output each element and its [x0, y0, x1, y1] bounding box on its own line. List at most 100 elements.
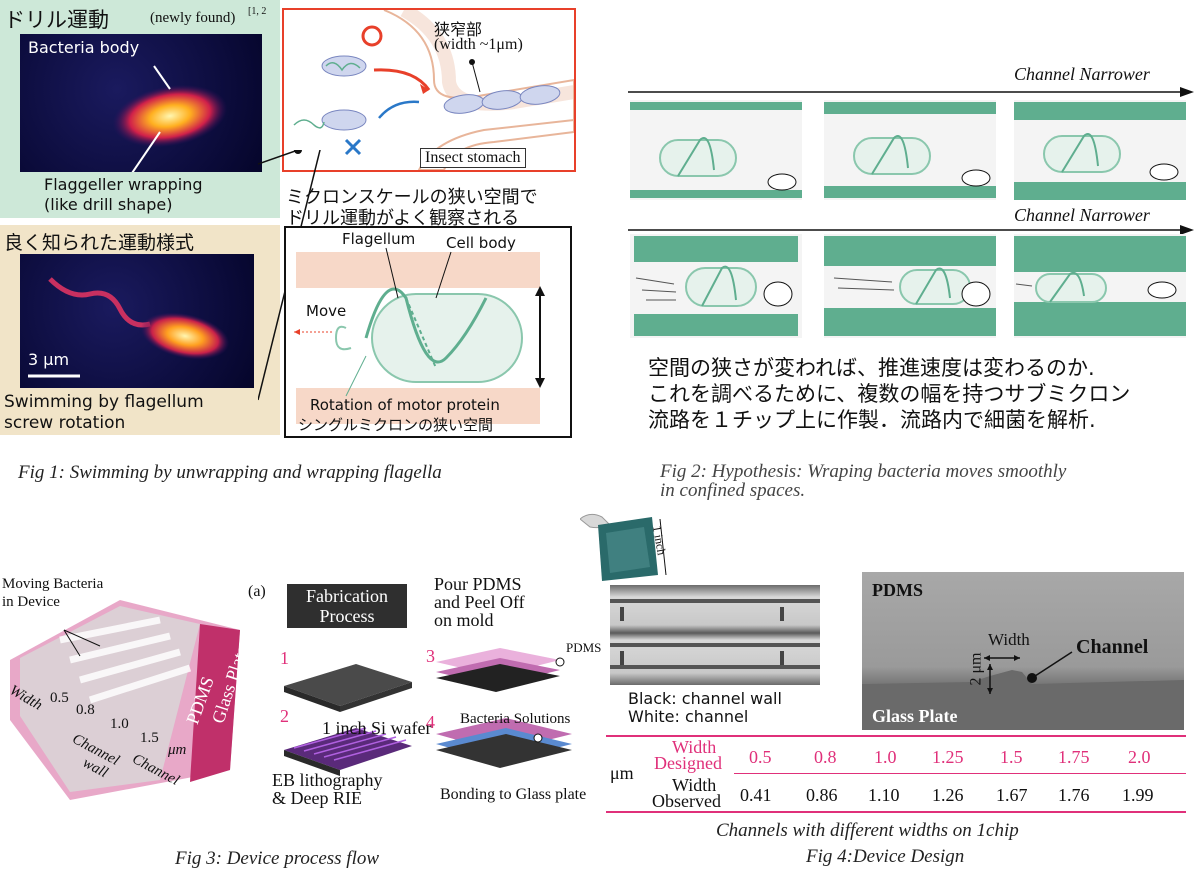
fig2-channel-narrower-2: Channel Narrower: [1014, 205, 1150, 225]
fig1-single-space-label: シングルミクロンの狭い空間: [298, 416, 494, 434]
fig1-drill-note: (newly found): [150, 10, 236, 26]
fig3-fab-1: Fabrication: [306, 586, 388, 606]
fig4-observed-2: 1.10: [868, 785, 900, 805]
fig4-designed-6: 2.0: [1128, 747, 1151, 767]
fig4-observed-1: 0.86: [806, 785, 838, 805]
fig2-panel-6: [1014, 234, 1186, 338]
fig1-caption: Fig 1: Swimming by unwrapping and wrappi…: [18, 462, 442, 483]
fig3-si-wafer-label: 1 inch Si wafer: [322, 718, 432, 738]
fig3-w10: 1.0: [110, 716, 129, 732]
fig4-observed-5: 1.76: [1058, 785, 1090, 805]
fig3-bact-sol: Bacteria Solutions: [460, 711, 571, 727]
fig1-micrograph-drill: Bacteria body: [20, 34, 262, 172]
fig4-designed-label-1: Width: [672, 737, 717, 757]
fig2-jp-3: 流路を１チップ上に作製．流路内で細菌を解析.: [648, 408, 1096, 432]
fig3-pdms-mold: [436, 648, 565, 692]
fig3-pour-2: and Peel Off: [434, 592, 525, 612]
fig4-observed-6: 1.99: [1122, 785, 1154, 805]
fig4-table-top-rule: [606, 735, 1186, 737]
fig4-designed-3: 1.25: [932, 747, 964, 767]
fig1-drill-title: ドリル運動: [4, 8, 109, 32]
fig1-cell-body-label: Cell body: [446, 234, 516, 252]
fig4-channel-micrograph: [610, 585, 820, 685]
fig1-rotation-label: Rotation of motor protein: [310, 396, 500, 414]
fig3-fab-2: Process: [319, 606, 375, 626]
fig4-table-mid-rule: [734, 773, 1186, 774]
fig4-white-channel: White: channel: [628, 707, 749, 726]
fig2-panel-4: [630, 234, 802, 338]
fig3-a-label: (a): [248, 583, 266, 600]
fig1-mid-jp-1: ミクロンスケールの狭い空間で: [286, 187, 538, 208]
fig3-pour-3: on mold: [434, 610, 494, 630]
fig2-arrow-2: [628, 225, 1194, 235]
fig2-row-turtles: [630, 100, 1186, 200]
fig2-arrow-1: [628, 87, 1194, 97]
fig3-pour-1: Pour PDMS: [434, 574, 522, 594]
fig2-panel-3: [1014, 100, 1186, 200]
fig3-bonding: [436, 718, 572, 768]
fig4-sem-image: PDMS Width 2 μm Channel Glass Plate: [862, 572, 1184, 730]
fig4-glass-label: Glass Plate: [872, 706, 958, 726]
fig4-channel-label: Channel: [1076, 636, 1149, 658]
fig4-unit: μm: [610, 763, 634, 783]
fig3-bonding-label: Bonding to Glass plate: [440, 786, 587, 803]
fig1-flagella-wrap-1: Flaggeller wrapping: [44, 175, 203, 194]
fig1-micrograph-swim: 3 μm: [20, 254, 254, 388]
fig2-jp-1: 空間の狭さが変われば、推進速度は変わるのか.: [648, 356, 1095, 380]
fig4-observed-3: 1.26: [932, 785, 964, 805]
fig2-caption-2: in confined spaces.: [660, 480, 806, 501]
fig1-narrow-width: (width ~1μm): [434, 36, 523, 53]
fig4-designed-2: 1.0: [874, 747, 897, 767]
fig2-caption-1: Fig 2: Hypothesis: Wraping bacteria move…: [660, 461, 1067, 482]
fig4-caption: Fig 4:Device Design: [806, 846, 965, 867]
fig3-step1: 1: [280, 648, 289, 668]
fig1-stomach-diagram: 狭窄部 (width ~1μm) Insect stomach: [282, 8, 576, 172]
fig4-pdms-label: PDMS: [872, 580, 923, 600]
fig1-scale-bar-label: 3 μm: [28, 350, 70, 369]
fig2-panel-1: [630, 100, 802, 200]
fig1-mid-jp-2: ドリル運動がよく観察される: [286, 208, 520, 229]
fig1-swim-2: screw rotation: [4, 413, 126, 433]
fig3-process-graphics: [284, 648, 572, 776]
fig4-observed-label-2: Observed: [652, 791, 721, 811]
fig2-panel-5: [824, 234, 996, 338]
fig1-known-title: 良く知られた運動様式: [4, 232, 195, 254]
fig3-eb-1: EB lithography: [272, 770, 383, 790]
fig3-si-wafer: [284, 664, 412, 712]
fig3-step3: 3: [426, 646, 435, 666]
fig1-flagellum-label: Flagellum: [342, 230, 416, 248]
fig3-pdms-small: PDMS: [566, 640, 602, 655]
fig2-channel-narrower-1: Channel Narrower: [1014, 64, 1150, 84]
fig2-jp-2: これを調べるために、複数の幅を持つサブミクロン: [648, 382, 1131, 406]
fig1-flagella-wrap-2: (like drill shape): [44, 195, 173, 214]
fig4-designed-4: 1.5: [1000, 747, 1023, 767]
fig3-step4: 4: [426, 712, 435, 732]
fig2-row-rabbits: [630, 234, 1186, 338]
fig3-caption: Fig 3: Device process flow: [175, 848, 380, 869]
fig2-panel-2: [824, 100, 996, 200]
fig3-moving-2: in Device: [2, 594, 60, 610]
fig4-designed-5: 1.75: [1058, 747, 1090, 767]
fig3-w05: 0.5: [50, 690, 69, 706]
fig4-chip-photo: 1 inch: [579, 505, 670, 581]
fig4-observed-label-1: Width: [672, 775, 717, 795]
fig4-designed-label-2: Designed: [654, 753, 722, 773]
fig4-subcaption: Channels with different widths on 1chip: [716, 820, 1019, 841]
fig4-width-table: μm Width Designed Width Observed 0.5 0.8…: [606, 735, 1186, 815]
fig4-black-wall: Black: channel wall: [628, 689, 782, 708]
fig1-flagellum-diagram: Flagellum Cell body Move Rotation of mot…: [284, 226, 572, 438]
fig1-bacteria-body-label: Bacteria body: [28, 38, 140, 57]
fig4-designed-1: 0.8: [814, 747, 837, 767]
fig1-swim-1: Swimming by flagellum: [4, 392, 204, 412]
fig4-width-label: Width: [988, 630, 1030, 649]
fig4-observed-4: 1.67: [996, 785, 1028, 805]
fig3-eb-2: & Deep RIE: [272, 788, 362, 808]
fig3-w08: 0.8: [76, 702, 95, 718]
fig4-table-bottom-rule: [606, 811, 1186, 813]
fig3-device-illustration: [10, 600, 240, 800]
fig3-moving-1: Moving Bacteria: [2, 576, 104, 592]
fig3-eb-wafer: [284, 727, 412, 776]
fig1-insect-label: Insect stomach: [420, 148, 526, 168]
fig3-w15: 1.5: [140, 730, 159, 746]
fig4-2um-label: 2 μm: [967, 652, 985, 686]
